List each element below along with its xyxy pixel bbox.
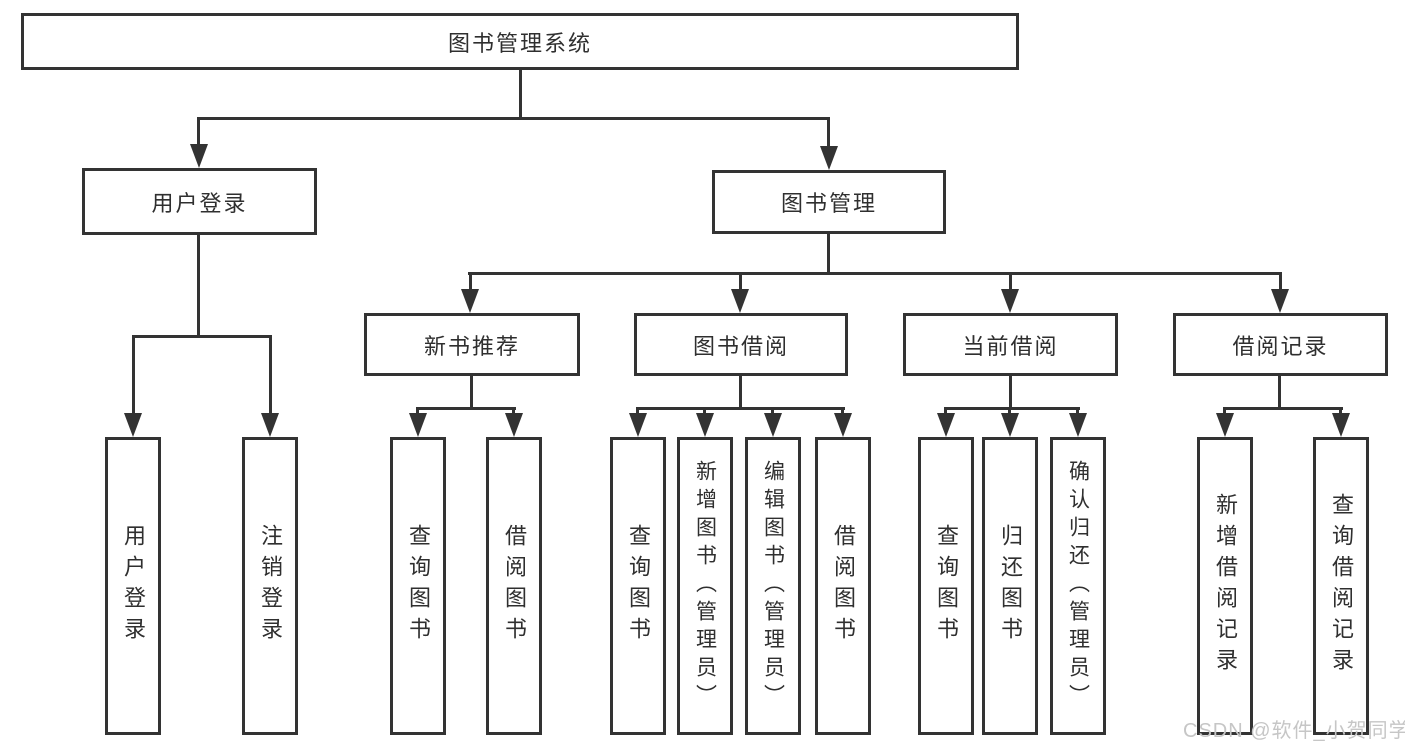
connector-l3-stem bbox=[1009, 272, 1012, 291]
leaf-add-book-admin: 新增图书（管理员） bbox=[677, 437, 733, 735]
connector-book-management-stem bbox=[827, 117, 830, 148]
connector-root-stem bbox=[519, 69, 522, 117]
arrowhead-icon bbox=[190, 144, 208, 168]
node-label: 注销登录 bbox=[258, 524, 283, 648]
connector-leaf-stem bbox=[416, 407, 419, 415]
connector-leaf-stem bbox=[1223, 407, 1226, 415]
node-label: 编辑图书（管理员） bbox=[761, 460, 785, 712]
leaf-query-books-recommend: 查询图书 bbox=[390, 437, 446, 735]
connector-l3-stem bbox=[1279, 272, 1282, 291]
connector-user-login-down bbox=[197, 235, 200, 335]
connector-leaf-stem bbox=[841, 407, 844, 415]
connector-l3-stem bbox=[469, 272, 472, 291]
node-label: 当前借阅 bbox=[962, 333, 1059, 359]
node-label: 借阅图书 bbox=[831, 524, 856, 648]
node-label: 新增借阅记录 bbox=[1213, 493, 1238, 679]
connector-l4-fork bbox=[1224, 407, 1343, 410]
connector-leaf-stem bbox=[132, 335, 135, 415]
node-library-management-system: 图书管理系统 bbox=[21, 13, 1019, 70]
node-label: 查询借阅记录 bbox=[1329, 493, 1354, 679]
connector-l3-down bbox=[470, 376, 473, 407]
node-current-borrowing: 当前借阅 bbox=[903, 313, 1118, 376]
node-book-management: 图书管理 bbox=[712, 170, 946, 234]
connector-l4-fork bbox=[637, 407, 845, 410]
connector-leaf-stem bbox=[1008, 407, 1011, 415]
arrowhead-icon bbox=[1216, 413, 1234, 437]
leaf-confirm-return-admin: 确认归还（管理员） bbox=[1050, 437, 1106, 735]
node-label: 确认归还（管理员） bbox=[1066, 460, 1090, 712]
node-label: 用户登录 bbox=[121, 524, 146, 648]
leaf-user-login: 用户登录 bbox=[105, 437, 161, 735]
connector-l3-down bbox=[1278, 376, 1281, 407]
node-label: 图书借阅 bbox=[692, 333, 789, 359]
leaf-borrow-books-recommend: 借阅图书 bbox=[486, 437, 542, 735]
node-label: 查询图书 bbox=[626, 524, 651, 648]
connector-leaf-stem bbox=[703, 407, 706, 415]
leaf-logout: 注销登录 bbox=[242, 437, 298, 735]
connector-l3-down bbox=[1009, 376, 1012, 407]
connector-user-login-fork bbox=[132, 335, 272, 338]
connector-leaf-stem bbox=[512, 407, 515, 415]
arrowhead-icon bbox=[261, 413, 279, 437]
connector-leaf-stem bbox=[636, 407, 639, 415]
arrowhead-icon bbox=[409, 413, 427, 437]
node-label: 借阅记录 bbox=[1232, 333, 1329, 359]
node-label: 图书管理 bbox=[780, 191, 877, 216]
arrowhead-icon bbox=[937, 413, 955, 437]
node-label: 借阅图书 bbox=[502, 524, 527, 648]
node-book-borrowing: 图书借阅 bbox=[634, 313, 848, 376]
node-label: 新书推荐 bbox=[423, 333, 520, 359]
leaf-borrow-books-borrowing: 借阅图书 bbox=[815, 437, 871, 735]
node-user-login: 用户登录 bbox=[82, 168, 317, 235]
arrowhead-icon bbox=[731, 289, 749, 313]
connector-level2-fork bbox=[197, 117, 830, 120]
leaf-add-borrow-record: 新增借阅记录 bbox=[1197, 437, 1253, 735]
connector-leaf-stem bbox=[944, 407, 947, 415]
arrowhead-icon bbox=[629, 413, 647, 437]
arrowhead-icon bbox=[1001, 289, 1019, 313]
arrowhead-icon bbox=[834, 413, 852, 437]
node-label: 归还图书 bbox=[998, 524, 1023, 648]
connector-leaf-stem bbox=[269, 335, 272, 415]
arrowhead-icon bbox=[124, 413, 142, 437]
leaf-query-books-borrowing: 查询图书 bbox=[610, 437, 666, 735]
connector-book-management-down bbox=[827, 234, 830, 272]
arrowhead-icon bbox=[1001, 413, 1019, 437]
connector-level3-fork bbox=[468, 272, 1282, 275]
node-label: 用户登录 bbox=[151, 190, 248, 216]
leaf-edit-book-admin: 编辑图书（管理员） bbox=[745, 437, 801, 735]
csdn-watermark: CSDN @软件_小贺同学 bbox=[1183, 720, 1405, 742]
arrowhead-icon bbox=[461, 289, 479, 313]
connector-leaf-stem bbox=[771, 407, 774, 415]
node-label: 新增图书（管理员） bbox=[693, 460, 717, 712]
arrowhead-icon bbox=[1271, 289, 1289, 313]
arrowhead-icon bbox=[1332, 413, 1350, 437]
node-new-book-recommendation: 新书推荐 bbox=[364, 313, 580, 376]
connector-l3-down bbox=[739, 376, 742, 407]
connector-l4-fork bbox=[417, 407, 516, 410]
node-label: 图书管理系统 bbox=[447, 30, 592, 56]
connector-user-login-stem bbox=[197, 117, 200, 146]
connector-leaf-stem bbox=[1339, 407, 1342, 415]
node-label: 查询图书 bbox=[406, 524, 431, 648]
connector-l3-stem bbox=[739, 272, 742, 291]
node-borrowing-records: 借阅记录 bbox=[1173, 313, 1388, 376]
leaf-query-borrow-record: 查询借阅记录 bbox=[1313, 437, 1369, 735]
arrowhead-icon bbox=[764, 413, 782, 437]
leaf-return-books: 归还图书 bbox=[982, 437, 1038, 735]
node-label: 查询图书 bbox=[934, 524, 959, 648]
connector-leaf-stem bbox=[1076, 407, 1079, 415]
arrowhead-icon bbox=[505, 413, 523, 437]
arrowhead-icon bbox=[1069, 413, 1087, 437]
leaf-query-books-current: 查询图书 bbox=[918, 437, 974, 735]
arrowhead-icon bbox=[820, 146, 838, 170]
arrowhead-icon bbox=[696, 413, 714, 437]
connector-l4-fork bbox=[945, 407, 1080, 410]
